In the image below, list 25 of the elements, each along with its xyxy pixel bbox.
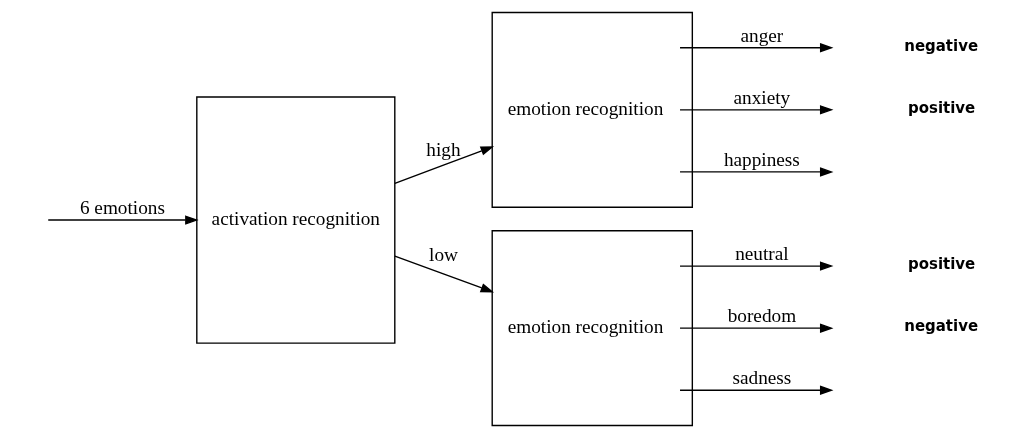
- edge-label: low: [429, 244, 458, 266]
- label: positive: [907, 254, 976, 273]
- arrow: [679, 43, 834, 53]
- edge-label: happiness: [723, 148, 800, 170]
- arrow: [679, 105, 834, 115]
- edge-label: boredom: [727, 305, 797, 327]
- edge-label: 6 emotions: [79, 197, 165, 219]
- edge-label: anxiety: [733, 86, 791, 108]
- edge-label: anger: [740, 24, 784, 46]
- arrow: [394, 255, 495, 293]
- node-box: activation recognition: [196, 96, 396, 344]
- edge-label: high: [426, 139, 461, 161]
- label: negative: [904, 36, 979, 55]
- edge-label: neutral: [735, 243, 789, 265]
- arrow: [679, 385, 834, 395]
- arrow: [679, 261, 834, 271]
- node-box: emotion recognition: [491, 11, 694, 208]
- edge-label: sadness: [732, 367, 792, 389]
- label: negative: [904, 317, 979, 336]
- arrow: [47, 215, 199, 225]
- arrow: [679, 167, 834, 177]
- label: positive: [907, 98, 976, 117]
- node-box: emotion recognition: [491, 230, 694, 427]
- arrow: [679, 323, 834, 333]
- arrow: [394, 146, 495, 185]
